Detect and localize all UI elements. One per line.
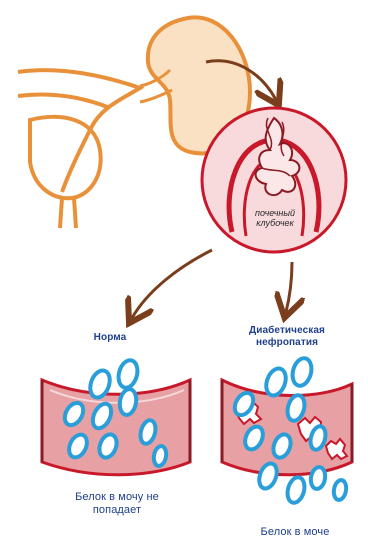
ureter (18, 70, 140, 192)
protein-molecule (152, 445, 167, 467)
glomerulus-label: почечный клубочек (250, 208, 300, 229)
diabetic-heading: Диабетическая нефропатия (232, 325, 342, 348)
protein-molecule (285, 475, 307, 504)
glomerulus-illustration (202, 108, 346, 252)
protein-molecule (332, 479, 347, 501)
arrow-to-normal (132, 250, 212, 318)
normal-heading: Норма (60, 332, 160, 344)
protein-molecule (290, 356, 315, 388)
protein-molecule (116, 358, 141, 390)
normal-caption: Белок в мочу не попадает (72, 491, 162, 516)
normal-vessel (42, 380, 190, 475)
protein-molecule (263, 366, 289, 398)
arrow-to-diabetic (286, 262, 292, 312)
diabetic-caption: Белок в моче (240, 526, 350, 539)
